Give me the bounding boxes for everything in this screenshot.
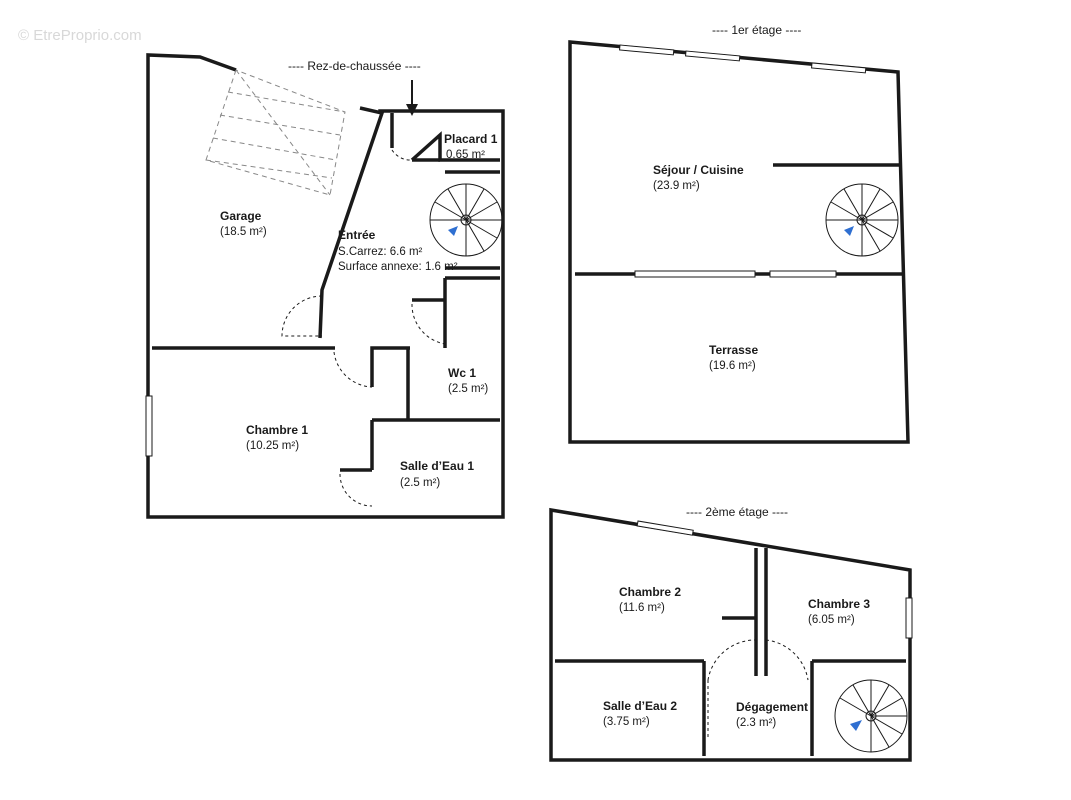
room-name-garage: Garage	[220, 209, 262, 223]
stair-arrow-icon	[844, 226, 854, 236]
room-name-salleeau2: Salle d’Eau 2	[603, 699, 677, 713]
room-area-chambre3: (6.05 m²)	[808, 614, 855, 626]
room-area-garage: (18.5 m²)	[220, 226, 267, 238]
room-name-chambre2: Chambre 2	[619, 585, 681, 599]
room-name-sejour: Séjour / Cuisine	[653, 163, 744, 177]
room-area-chambre1: (10.25 m²)	[246, 440, 299, 452]
window	[769, 270, 837, 278]
level-title-first: ---- 1er étage ----	[712, 23, 801, 37]
room-name-salleeau1: Salle d’Eau 1	[400, 459, 474, 473]
room-area-placard1: 0.65 m²	[446, 149, 485, 161]
second-floor: ---- 2ème étage ----	[549, 505, 913, 762]
room-carrez-entree: S.Carrez: 6.6 m²	[338, 246, 423, 258]
level-title-ground: ---- Rez-de-chaussée ----	[288, 59, 421, 73]
room-name-entree: Entrée	[338, 228, 376, 242]
window	[905, 597, 913, 639]
first-outer-wall	[568, 40, 910, 444]
watermark: © EtreProprio.com	[18, 27, 142, 44]
room-name-chambre1: Chambre 1	[246, 423, 308, 437]
ground-floor: ---- Rez-de-chaussée ----	[145, 53, 505, 519]
window	[811, 62, 867, 74]
spiral-stair-second	[834, 679, 908, 753]
spiral-stair-ground	[429, 183, 503, 257]
door-placard	[391, 149, 413, 161]
room-name-chambre3: Chambre 3	[808, 597, 870, 611]
door-chambre1	[333, 351, 373, 388]
garage-stair-hatch	[205, 69, 346, 196]
room-name-terrasse: Terrasse	[709, 343, 758, 357]
window	[634, 270, 756, 278]
room-area-salleeau2: (3.75 m²)	[603, 716, 650, 728]
door-chambre3	[765, 639, 809, 681]
ground-outer-wall	[146, 53, 505, 519]
room-name-degagement: Dégagement	[736, 700, 808, 714]
stair-arrow-icon	[850, 720, 862, 731]
room-area-wc1: (2.5 m²)	[448, 383, 488, 395]
entree-slanted-wall	[318, 106, 385, 339]
window	[619, 44, 675, 56]
door-chambre2	[707, 639, 757, 681]
room-name-placard1: Placard 1	[444, 132, 498, 146]
room-area-sejour: (23.9 m²)	[653, 180, 700, 192]
room-area-salleeau1: (2.5 m²)	[400, 477, 440, 489]
window	[145, 395, 153, 457]
room-area-degagement: (2.3 m²)	[736, 717, 776, 729]
room-area-chambre2: (11.6 m²)	[619, 602, 665, 614]
spiral-stair-first	[825, 183, 899, 257]
door-salleeau1	[339, 473, 373, 507]
window	[685, 50, 741, 62]
room-annexe-entree: Surface annexe: 1.6 m²	[338, 261, 458, 273]
first-floor: ---- 1er étage ---- Séjour / Cuisine	[568, 23, 910, 444]
stair-arrow-icon	[448, 226, 458, 236]
door-wc1	[411, 303, 446, 345]
room-area-terrasse: (19.6 m²)	[709, 360, 756, 372]
door-garage	[281, 295, 323, 337]
level-title-second: ---- 2ème étage ----	[686, 505, 788, 519]
window	[636, 520, 694, 536]
second-outer-wall	[549, 507, 912, 762]
room-name-wc1: Wc 1	[448, 366, 476, 380]
